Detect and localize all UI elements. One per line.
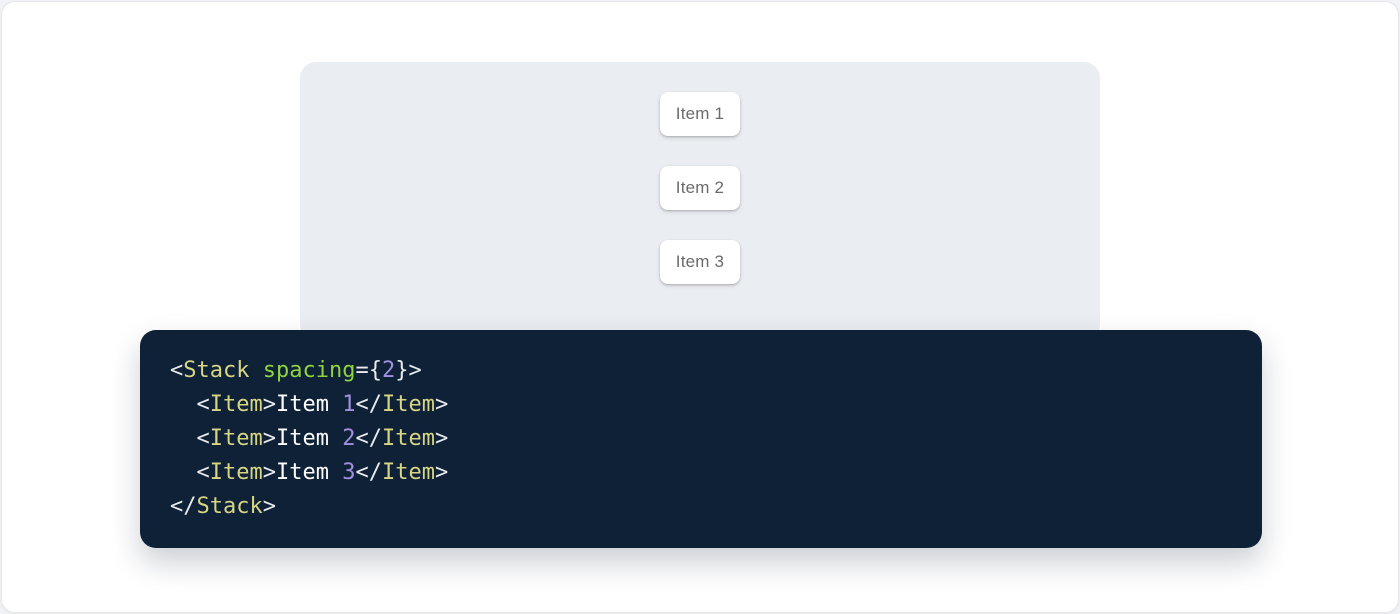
code-token: </	[170, 494, 197, 519]
code-token	[249, 358, 262, 383]
code-line: <Stack spacing={2}>	[170, 354, 1232, 388]
code-token: </	[355, 392, 382, 417]
code-token: <	[196, 392, 210, 417]
stack-demo-item: Item 2	[659, 166, 741, 210]
code-token: Stack	[183, 358, 250, 383]
code-token: ={	[355, 358, 382, 383]
stack-demo-item: Item 1	[659, 92, 741, 136]
code-line: </Stack>	[170, 490, 1232, 524]
code-line: <Item>Item 1</Item>	[170, 388, 1232, 422]
code-token	[170, 460, 197, 485]
code-token: </	[355, 426, 382, 451]
code-line: <Item>Item 2</Item>	[170, 422, 1232, 456]
code-token	[170, 392, 197, 417]
stack-demo-panel: Item 1 Item 2 Item 3	[300, 62, 1100, 340]
code-token: Item	[275, 392, 343, 417]
code-token: 2	[342, 426, 356, 451]
code-token: Item	[381, 392, 435, 417]
code-token: <	[196, 460, 210, 485]
code-token: <	[196, 426, 210, 451]
code-token: </	[355, 460, 382, 485]
stack-demo-item: Item 3	[659, 240, 741, 284]
code-token: Stack	[196, 494, 263, 519]
code-token: 3	[342, 460, 356, 485]
code-token: Item	[209, 460, 263, 485]
code-token: >	[434, 392, 449, 417]
code-token: Item	[209, 426, 263, 451]
code-token: >	[434, 426, 449, 451]
code-token: >	[262, 426, 276, 451]
code-token	[170, 426, 197, 451]
code-token: Item	[209, 392, 263, 417]
code-token: >	[262, 460, 276, 485]
code-line: <Item>Item 3</Item>	[170, 456, 1232, 490]
code-token: >	[434, 460, 449, 485]
code-token: <	[170, 358, 184, 383]
code-token: 1	[342, 392, 356, 417]
code-token: Item	[381, 460, 435, 485]
code-token: >	[262, 392, 276, 417]
code-snippet: <Stack spacing={2}> <Item>Item 1</Item> …	[140, 330, 1262, 548]
code-token: }>	[395, 358, 422, 383]
code-token: Item	[381, 426, 435, 451]
code-token: >	[262, 494, 276, 519]
code-token: 2	[381, 358, 396, 383]
code-token: spacing	[262, 358, 356, 383]
code-token: Item	[275, 460, 343, 485]
code-token: Item	[275, 426, 343, 451]
